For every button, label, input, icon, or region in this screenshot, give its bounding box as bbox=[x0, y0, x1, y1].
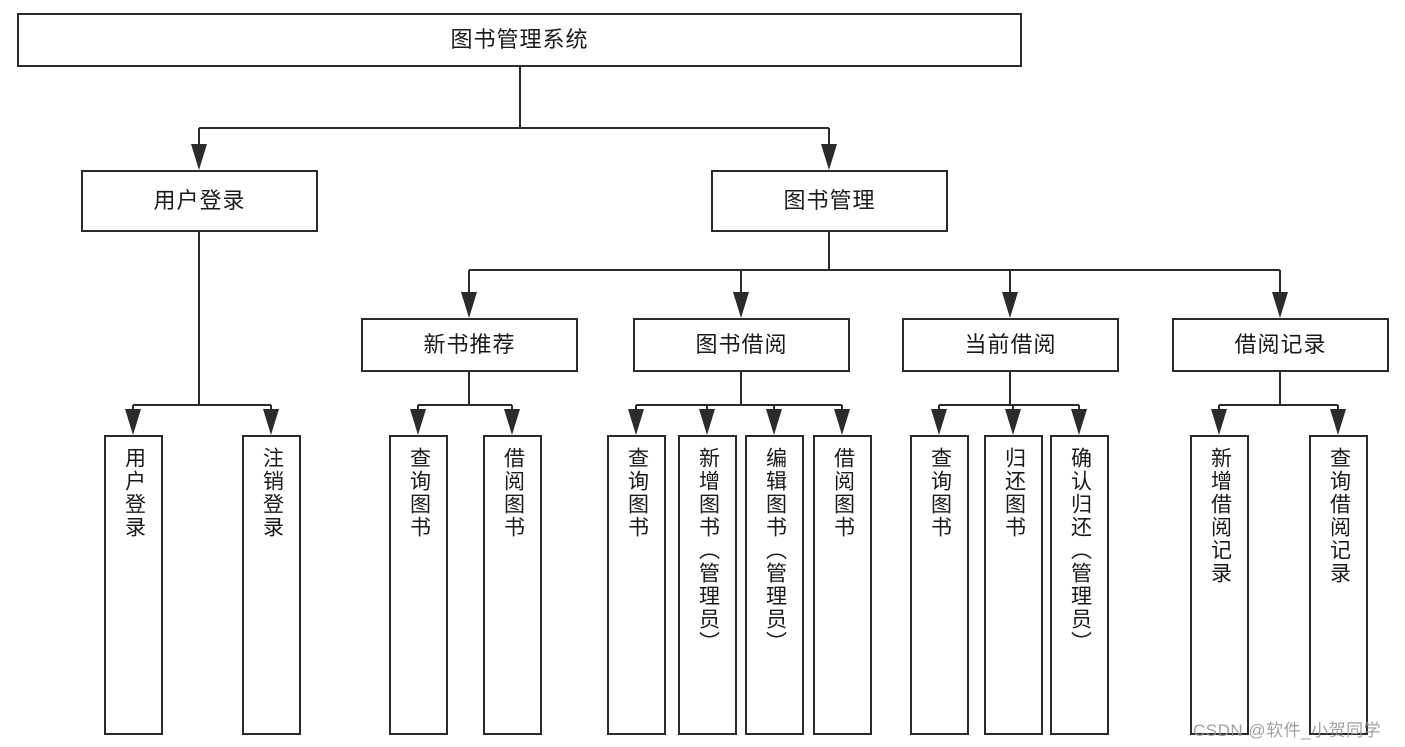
node-user-login-label: 用户登录 bbox=[153, 187, 246, 213]
node-new-book-recommend-label: 新书推荐 bbox=[423, 331, 516, 357]
node-leaf-query-book-1[interactable]: 查询图书 bbox=[389, 435, 448, 735]
node-leaf-user-login[interactable]: 用户登录 bbox=[104, 435, 163, 735]
node-leaf-borrow-book-1[interactable]: 借阅图书 bbox=[483, 435, 542, 735]
node-root-label: 图书管理系统 bbox=[450, 26, 589, 52]
node-book-manage[interactable]: 图书管理 bbox=[711, 170, 948, 232]
node-root[interactable]: 图书管理系统 bbox=[17, 13, 1022, 67]
node-leaf-query-book-2-label: 查询图书 bbox=[625, 447, 649, 539]
node-leaf-query-book-2[interactable]: 查询图书 bbox=[607, 435, 666, 735]
node-leaf-borrow-book-1-label: 借阅图书 bbox=[501, 447, 525, 539]
node-new-book-recommend[interactable]: 新书推荐 bbox=[361, 318, 578, 372]
node-book-manage-label: 图书管理 bbox=[783, 187, 876, 213]
node-leaf-query-book-3-label: 查询图书 bbox=[928, 447, 952, 539]
node-current-borrow-label: 当前借阅 bbox=[964, 331, 1057, 357]
node-leaf-add-book[interactable]: 新增图书（管理员） bbox=[678, 435, 737, 735]
node-leaf-query-book-1-label: 查询图书 bbox=[407, 447, 431, 539]
node-leaf-query-record[interactable]: 查询借阅记录 bbox=[1309, 435, 1368, 735]
node-book-borrow[interactable]: 图书借阅 bbox=[633, 318, 850, 372]
node-user-login[interactable]: 用户登录 bbox=[81, 170, 318, 232]
node-current-borrow[interactable]: 当前借阅 bbox=[902, 318, 1119, 372]
node-leaf-add-record-label: 新增借阅记录 bbox=[1208, 447, 1232, 585]
node-borrow-record-label: 借阅记录 bbox=[1234, 331, 1327, 357]
node-leaf-logout-label: 注销登录 bbox=[260, 447, 284, 539]
node-leaf-query-record-label: 查询借阅记录 bbox=[1327, 447, 1351, 585]
node-leaf-edit-book[interactable]: 编辑图书（管理员） bbox=[745, 435, 804, 735]
node-borrow-record[interactable]: 借阅记录 bbox=[1172, 318, 1389, 372]
node-leaf-user-login-label: 用户登录 bbox=[122, 447, 146, 539]
node-leaf-confirm-return-label: 确认归还（管理员） bbox=[1068, 447, 1092, 654]
node-leaf-return-book-label: 归还图书 bbox=[1002, 447, 1026, 539]
node-leaf-confirm-return[interactable]: 确认归还（管理员） bbox=[1050, 435, 1109, 735]
watermark-text: CSDN @软件_小贺同学 bbox=[1193, 721, 1382, 740]
node-leaf-query-book-3[interactable]: 查询图书 bbox=[910, 435, 969, 735]
node-leaf-logout[interactable]: 注销登录 bbox=[242, 435, 301, 735]
node-leaf-borrow-book-2[interactable]: 借阅图书 bbox=[813, 435, 872, 735]
node-leaf-edit-book-label: 编辑图书（管理员） bbox=[763, 447, 787, 654]
node-leaf-add-book-label: 新增图书（管理员） bbox=[696, 447, 720, 654]
node-leaf-return-book[interactable]: 归还图书 bbox=[984, 435, 1043, 735]
node-book-borrow-label: 图书借阅 bbox=[695, 331, 788, 357]
node-leaf-add-record[interactable]: 新增借阅记录 bbox=[1190, 435, 1249, 735]
node-leaf-borrow-book-2-label: 借阅图书 bbox=[831, 447, 855, 539]
